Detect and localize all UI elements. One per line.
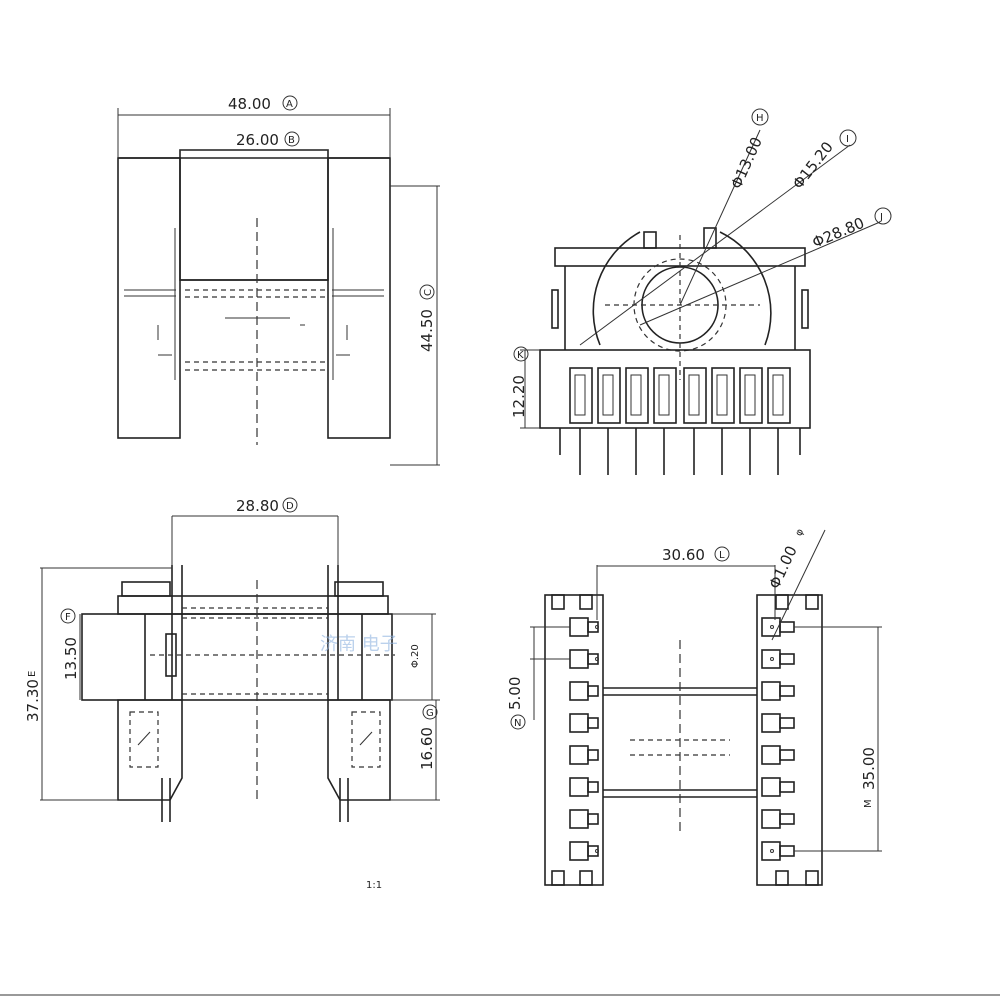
section-core xyxy=(81,613,393,701)
dim-l-value: 30.60 xyxy=(662,546,705,564)
dim-g-value: 16.60 xyxy=(418,727,436,770)
dim-small-value: Φ.20 xyxy=(410,644,421,668)
section-view: 28.80 D 37.30 E F 13.50 G 16.60 Φ.20 xyxy=(24,497,440,891)
dim-f-tag: F xyxy=(65,612,71,623)
dim-phi1-tag: φ xyxy=(793,527,806,538)
dim-c-tag: C xyxy=(423,289,434,296)
dim-k-value: 12.20 xyxy=(510,375,528,418)
pin-block xyxy=(539,349,811,429)
dim-c-value: 44.50 xyxy=(418,309,436,352)
dim-j-tag: J xyxy=(879,212,883,223)
dim-l-tag: L xyxy=(719,550,725,561)
dim-j-value: Φ28.80 xyxy=(810,214,867,252)
view-scale-label: 1:1 xyxy=(366,880,382,891)
pins xyxy=(579,428,779,475)
front-view: 48.00 A 26.00 B 44.50 C xyxy=(117,95,440,466)
dim-k-tag: K xyxy=(517,350,524,361)
dim-f-value: 13.50 xyxy=(62,637,80,680)
left-flange xyxy=(117,157,181,439)
dim-m-value: 35.00 xyxy=(860,747,878,790)
dim-i-tag: I xyxy=(846,134,849,145)
dim-h-value: Φ13.00 xyxy=(727,134,766,191)
dim-b-value: 26.00 xyxy=(236,131,279,149)
bottom-right-flange xyxy=(756,594,823,886)
dim-e-value: 37.30 xyxy=(24,679,42,722)
side-view: K 12.20 Φ13.00 H Φ15.20 I Φ28.80 J xyxy=(510,108,892,475)
dim-i-value: Φ15.20 xyxy=(789,138,837,192)
dim-e-tag: E xyxy=(27,671,38,677)
dim-n-tag: N xyxy=(514,718,521,729)
bottom-left-flange xyxy=(544,594,604,886)
dim-d-tag: D xyxy=(286,501,294,512)
dim-d-value: 28.80 xyxy=(236,497,279,515)
right-pin-pads xyxy=(761,617,795,861)
dim-h-tag: H xyxy=(756,113,764,124)
dim-b-tag: B xyxy=(288,135,295,146)
pin-slots xyxy=(569,367,791,424)
center-body xyxy=(179,149,329,281)
dim-a-tag: A xyxy=(286,99,293,110)
bottom-view: 30.60 L Φ1.00 φ N 5.00 35.00 M xyxy=(506,527,882,886)
dim-g-tag: G xyxy=(426,708,434,719)
dim-m-tag: M xyxy=(863,799,874,808)
left-pin-pads xyxy=(569,617,599,861)
right-flange xyxy=(327,157,391,439)
dim-n-value: 5.00 xyxy=(506,677,524,710)
dim-phi1-value: Φ1.00 xyxy=(765,543,800,592)
watermark-text: 济南 电子 xyxy=(320,634,398,655)
dim-a-value: 48.00 xyxy=(228,95,271,113)
